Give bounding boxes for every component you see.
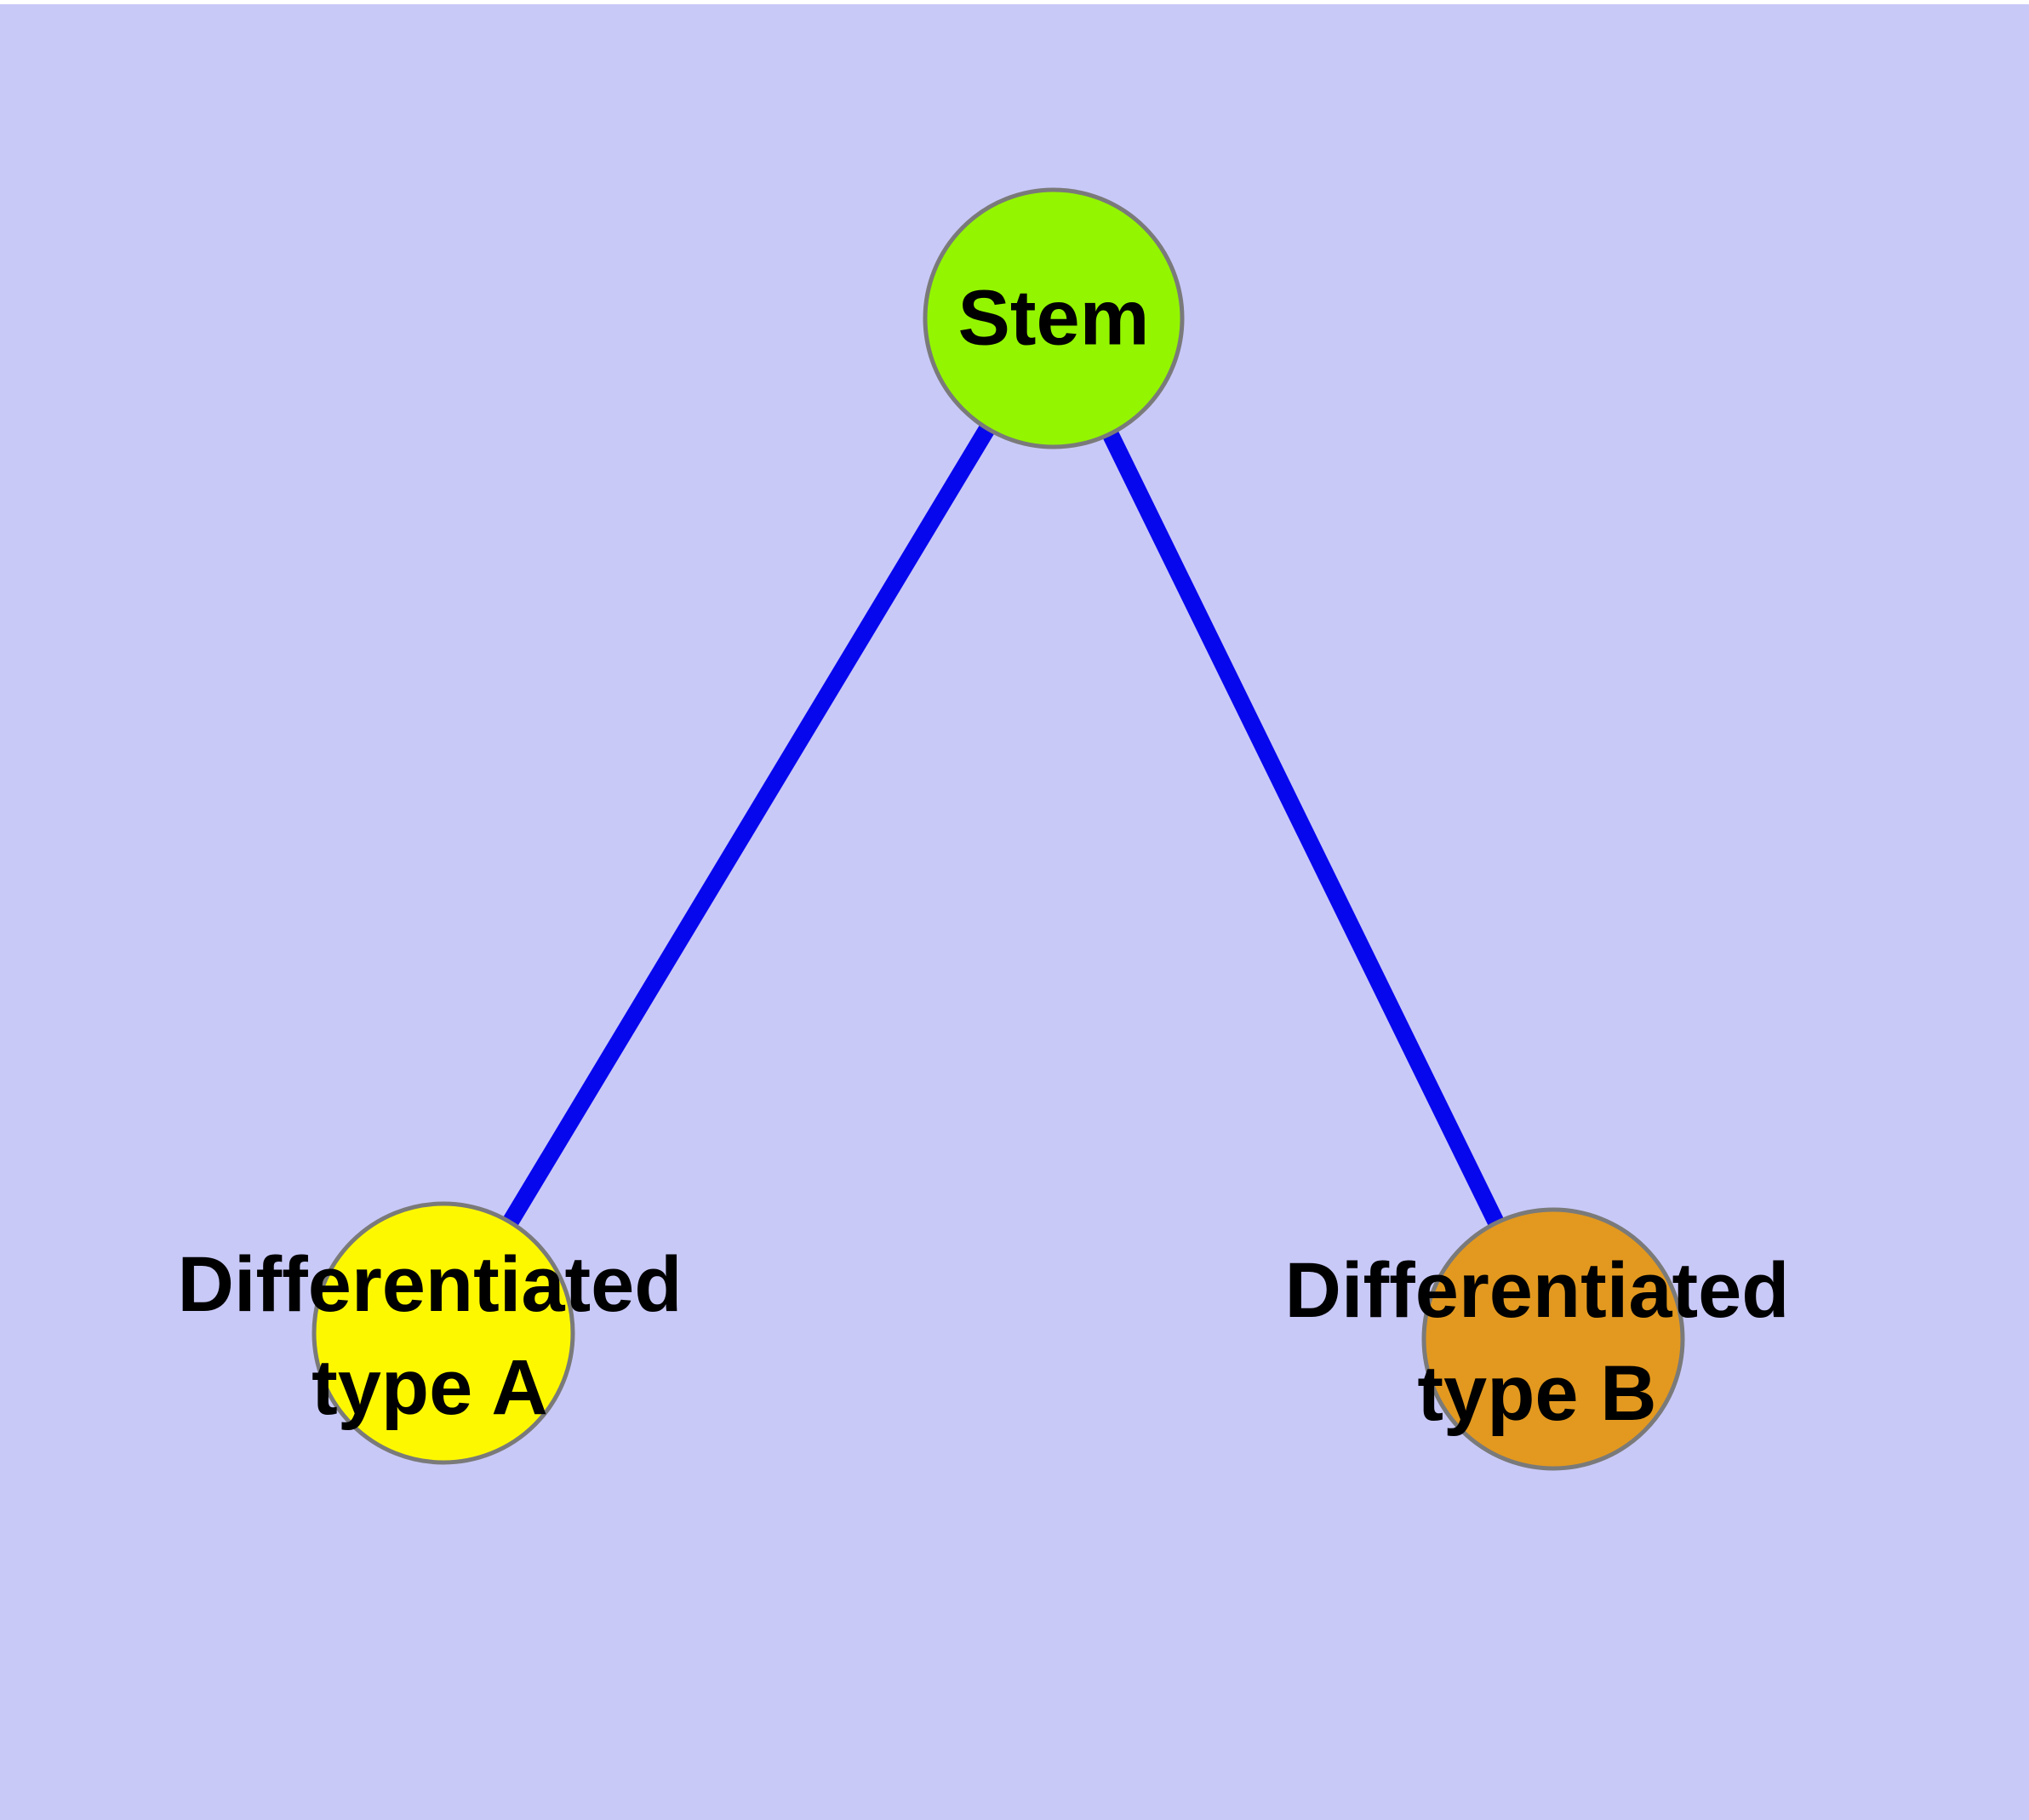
edge-stem-to-type-a (436, 313, 1061, 1338)
node-differentiated-type-a-circle (311, 1201, 575, 1465)
edge-stem-to-type-b (1046, 314, 1561, 1343)
node-differentiated-type-b-circle (1421, 1207, 1685, 1471)
node-stem-circle (923, 187, 1185, 449)
